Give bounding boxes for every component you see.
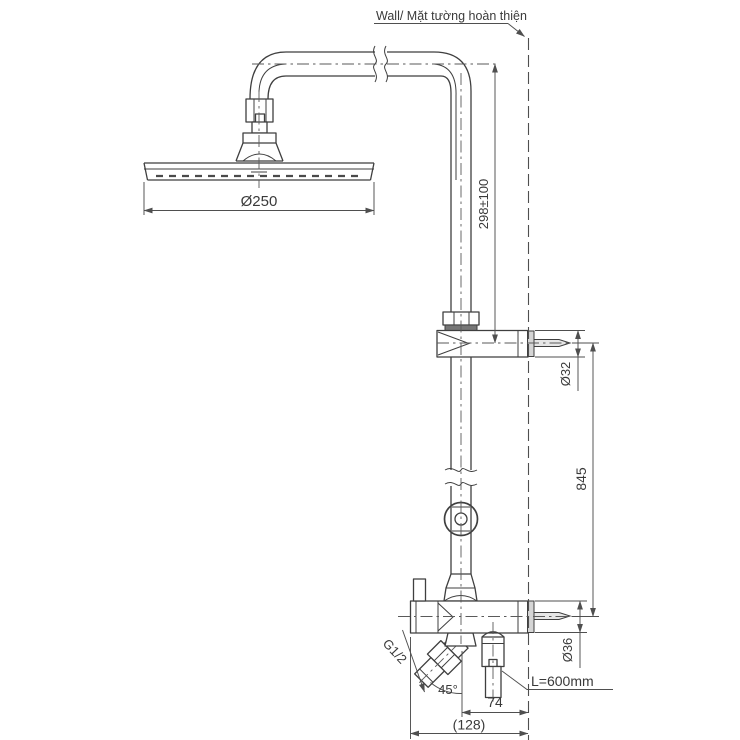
mounting-screw	[533, 612, 572, 620]
wall-finish-line	[374, 23, 530, 740]
hose-length-label: L=600mm	[531, 673, 594, 689]
pipe-break-symbol	[444, 468, 478, 472]
hand-shower-hose-connector	[481, 631, 505, 699]
centerlines	[252, 63, 572, 703]
pipe-break-symbol	[384, 45, 388, 83]
text-labels: Wall/ Mặt tường hoàn thiện Ø250 298±100 …	[241, 9, 594, 733]
valve-top-port	[412, 578, 427, 602]
dim-bracket-diameter: Ø32	[558, 362, 573, 387]
wall-finish-label: Wall/ Mặt tường hoàn thiện	[376, 9, 527, 23]
dim-head-diameter: Ø250	[241, 193, 278, 210]
dimension-lines	[143, 63, 613, 739]
dim-overall-depth: (128)	[453, 717, 486, 733]
dim-bracket-spacing: 845	[573, 467, 589, 491]
dim-wall-offset: 74	[487, 694, 503, 710]
outlet-angle-label: 45°	[438, 682, 458, 697]
outlet-thread-label: G1/2	[380, 636, 410, 667]
mixer-valve-body	[409, 573, 572, 688]
dim-riser-height: 298±100	[476, 179, 491, 230]
dim-valve-diameter: Ø36	[560, 638, 575, 663]
riser-pipe	[444, 91, 478, 574]
upper-wall-bracket	[436, 311, 572, 358]
